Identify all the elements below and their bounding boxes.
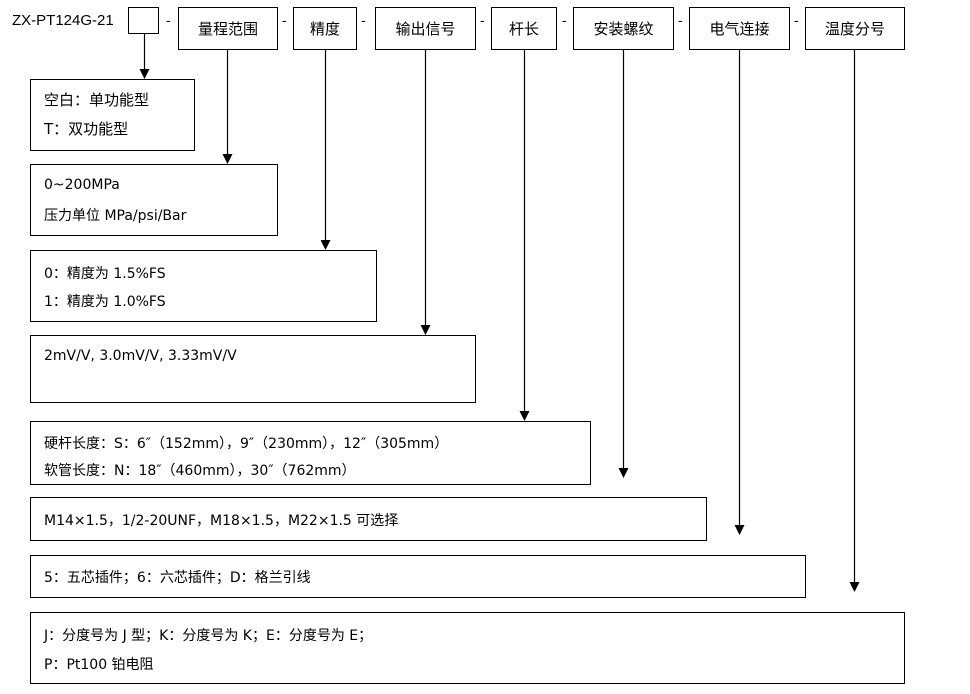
rod-length-options-box: 硬杆长度：S：6″（152mm），9″（230mm），12″（305mm） 软管… (30, 421, 591, 485)
function-type-blank-box (128, 7, 159, 34)
option-text: 1：精度为 1.0%FS (44, 294, 166, 310)
field-output-signal-box: 输出信号 (375, 7, 476, 50)
field-accuracy-box: 精度 (293, 7, 357, 50)
option-text: 2mV/V, 3.0mV/V, 3.33mV/V (44, 348, 237, 364)
option-text: 压力单位 MPa/psi/Bar (44, 208, 187, 224)
field-range-box: 量程范围 (178, 7, 278, 50)
function-type-options-box: 空白：单功能型 T：双功能型 (30, 79, 195, 151)
separator-dash: - (678, 12, 683, 28)
field-label: 精度 (309, 20, 340, 38)
option-text: 空白：单功能型 (44, 91, 150, 109)
model-code: ZX-PT124G-21 (12, 12, 114, 29)
option-text: 硬杆长度：S：6″（152mm），9″（230mm），12″（305mm） (44, 436, 449, 452)
option-text: 软管长度：N：18″（460mm），30″（762mm） (44, 463, 356, 479)
electrical-options-box: 5：五芯插件；6：六芯插件；D：格兰引线 (30, 555, 806, 598)
field-electrical-box: 电气连接 (689, 7, 790, 50)
option-text: J：分度号为 J 型；K：分度号为 K；E：分度号为 E； (44, 628, 373, 644)
option-text: M14×1.5，1/2-20UNF，M18×1.5，M22×1.5 可选择 (44, 513, 399, 529)
separator-dash: - (166, 12, 171, 28)
field-label: 输出信号 (395, 20, 456, 38)
option-text: 0：精度为 1.5%FS (44, 266, 166, 282)
option-text: T：双功能型 (44, 120, 129, 138)
field-label: 量程范围 (197, 20, 258, 38)
range-options-box: 0~200MPa 压力单位 MPa/psi/Bar (30, 164, 278, 236)
field-label: 安装螺纹 (593, 20, 654, 38)
option-text: 0~200MPa (44, 177, 120, 193)
accuracy-options-box: 0：精度为 1.5%FS 1：精度为 1.0%FS (30, 250, 377, 322)
temperature-options-box: J：分度号为 J 型；K：分度号为 K；E：分度号为 E； P：Pt100 铂电… (30, 612, 905, 684)
separator-dash: - (480, 12, 485, 28)
separator-dash: - (794, 12, 799, 28)
field-label: 温度分号 (824, 20, 885, 38)
separator-dash: - (282, 12, 287, 28)
option-text: P：Pt100 铂电阻 (44, 657, 154, 673)
thread-options-box: M14×1.5，1/2-20UNF，M18×1.5，M22×1.5 可选择 (30, 497, 707, 541)
separator-dash: - (361, 12, 366, 28)
field-thread-box: 安装螺纹 (573, 7, 674, 50)
field-temperature-box: 温度分号 (805, 7, 905, 50)
field-label: 杆长 (508, 20, 539, 38)
field-label: 电气连接 (709, 20, 770, 38)
separator-dash: - (562, 12, 567, 28)
option-text: 5：五芯插件；6：六芯插件；D：格兰引线 (44, 570, 311, 586)
field-rod-length-box: 杆长 (491, 7, 557, 50)
output-signal-options-box: 2mV/V, 3.0mV/V, 3.33mV/V (30, 335, 476, 403)
